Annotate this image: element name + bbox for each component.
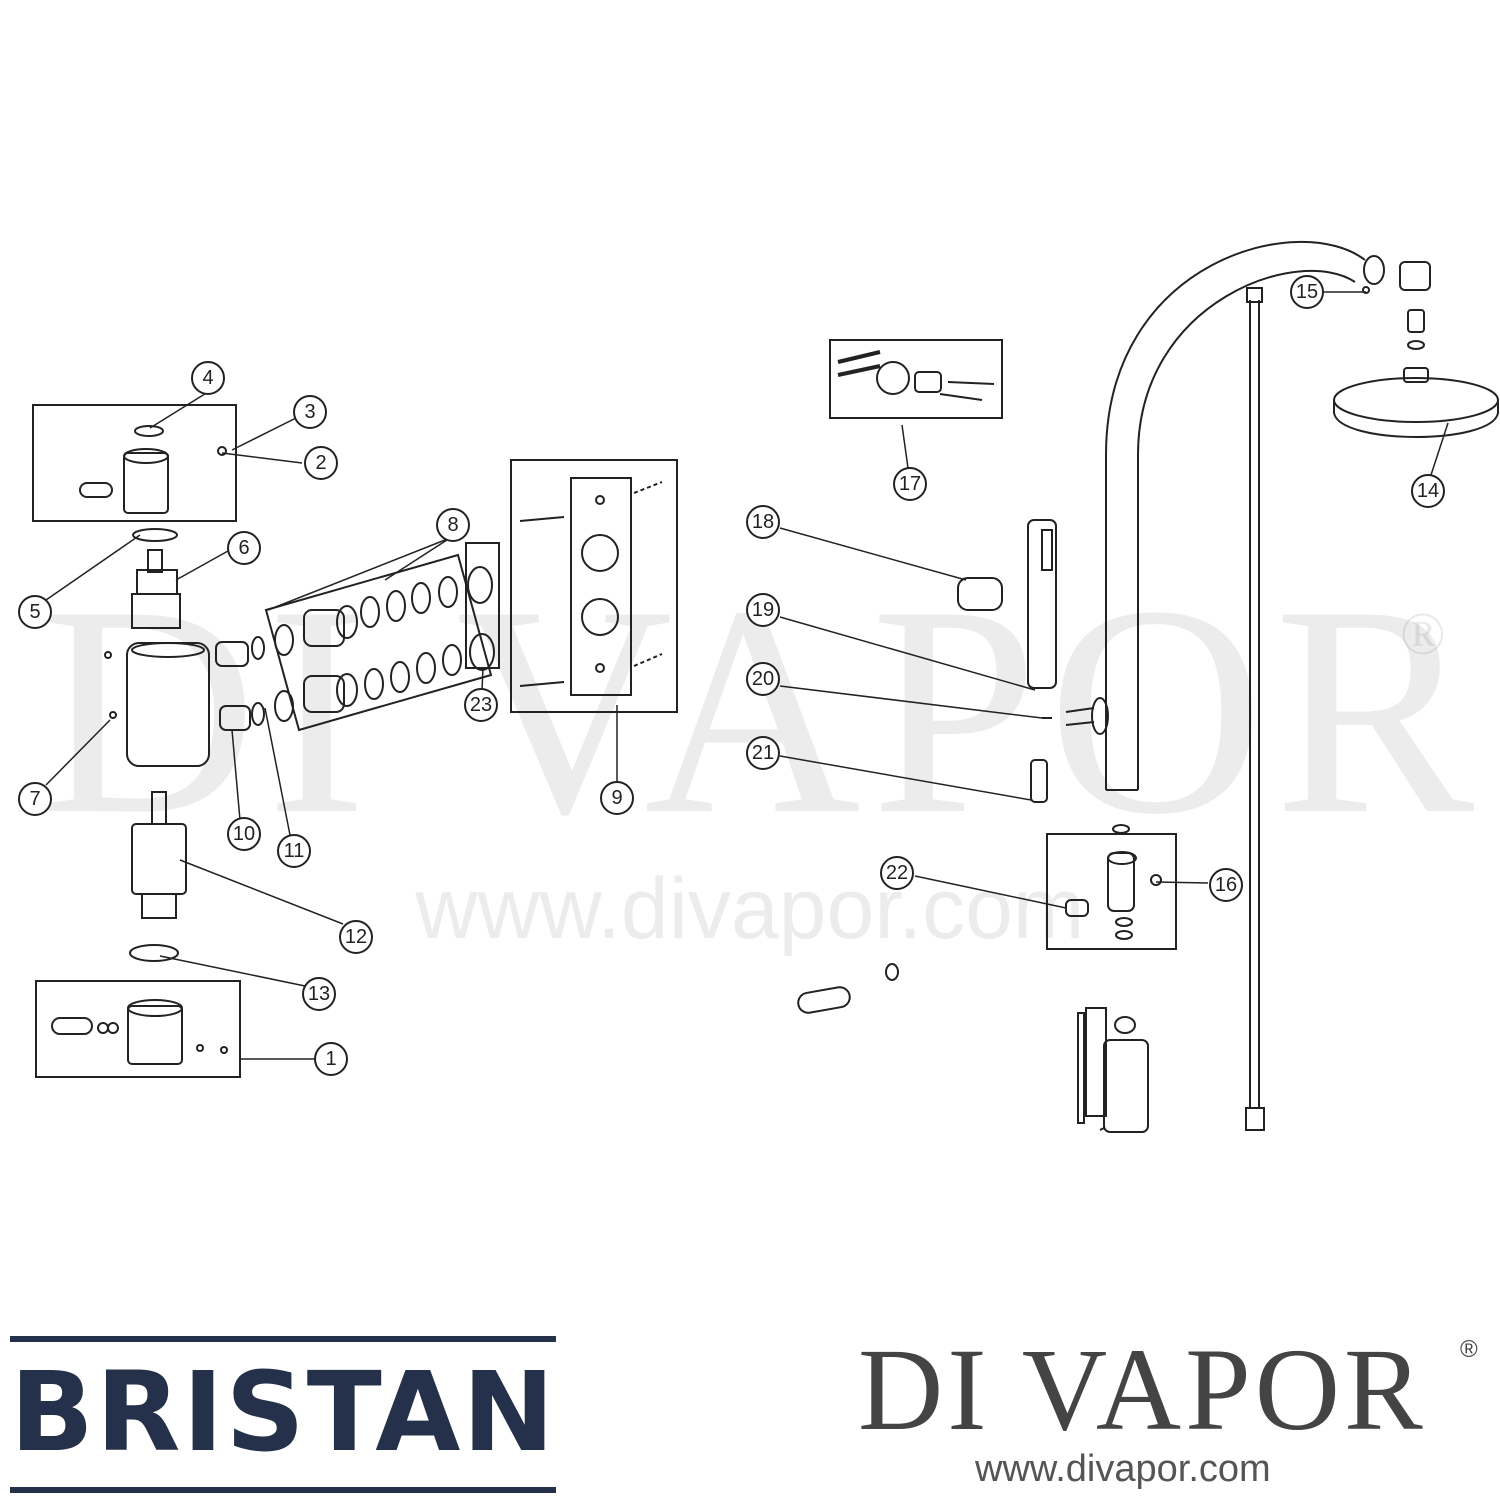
handle-top-group-box: [32, 404, 237, 522]
retaining-clip: [129, 944, 179, 962]
callout-2: 2: [304, 446, 338, 480]
cartridge: [131, 791, 187, 919]
callout-4: 4: [191, 361, 225, 395]
handle-bottom-group-box: [35, 980, 241, 1078]
callout-7: 7: [18, 782, 52, 816]
callout-18: 18: [746, 505, 780, 539]
o-ring-and-head-upper: [131, 528, 181, 629]
svg-text:16: 16: [1215, 874, 1237, 896]
watermark-registered-mark: ®: [1400, 601, 1446, 667]
bristan-logo: BRISTAN: [10, 1348, 557, 1476]
callout-15: 15: [1290, 275, 1324, 309]
callout-9: 9: [600, 781, 634, 815]
callout-19: 19: [746, 593, 780, 627]
check-valves: [215, 636, 265, 731]
svg-text:18: 18: [752, 511, 774, 533]
svg-text:17: 17: [899, 473, 921, 495]
callout-14: 14: [1411, 474, 1445, 508]
wall-bracket: [837, 350, 995, 401]
callout-13: 13: [302, 977, 336, 1011]
svg-text:2: 2: [315, 452, 326, 474]
loose-pin: [797, 963, 899, 1014]
svg-text:21: 21: [752, 742, 774, 764]
wall-bracket-bottom: [1077, 1007, 1149, 1133]
svg-text:1: 1: [325, 1048, 336, 1070]
brand-rule-top: [10, 1336, 556, 1342]
svg-text:13: 13: [308, 983, 330, 1005]
handset-holder: [957, 577, 1003, 611]
callout-labels: 1 2 3 4 5 6 7 8 9 10 11 12 13 14 15 16 1…: [18, 275, 1445, 1076]
callout-22: 22: [880, 856, 914, 890]
riser-rail: [1105, 240, 1366, 790]
svg-text:5: 5: [29, 601, 40, 623]
dealer-registered-mark: ®: [1460, 1336, 1478, 1363]
callout-3: 3: [293, 395, 327, 429]
callout-17: 17: [893, 467, 927, 501]
callout-21: 21: [746, 736, 780, 770]
svg-text:22: 22: [886, 862, 908, 884]
faceplate-group-box: [510, 459, 678, 713]
svg-text:19: 19: [752, 599, 774, 621]
svg-text:12: 12: [345, 926, 367, 948]
dealer-logo: DI VAPOR: [858, 1324, 1427, 1455]
shower-head: [1333, 367, 1499, 438]
svg-text:4: 4: [202, 367, 213, 389]
diverter: [1065, 824, 1162, 940]
callout-5: 5: [18, 595, 52, 629]
wall-bracket-group-box: [829, 339, 1003, 419]
svg-text:14: 14: [1417, 480, 1439, 502]
faceplate: [519, 477, 663, 696]
callout-10: 10: [227, 817, 261, 851]
leader-lines: [45, 291, 1449, 1060]
callout-16: 16: [1209, 868, 1243, 902]
callout-6: 6: [227, 531, 261, 565]
svg-text:23: 23: [470, 694, 492, 716]
valve-body: [104, 642, 210, 767]
svg-text:8: 8: [447, 514, 458, 536]
diverter-group-box: [1046, 833, 1177, 950]
callout-8: 8: [436, 508, 470, 542]
svg-text:3: 3: [304, 401, 315, 423]
callout-23: 23: [464, 688, 498, 722]
svg-text:9: 9: [611, 787, 622, 809]
svg-text:6: 6: [238, 537, 249, 559]
brand-rule-bottom: [10, 1487, 556, 1493]
callout-12: 12: [339, 920, 373, 954]
flexible-hose: [1245, 287, 1265, 1131]
handle-cap-bottom: [51, 999, 228, 1065]
svg-text:11: 11: [284, 840, 305, 862]
svg-text:10: 10: [233, 823, 255, 845]
svg-text:7: 7: [29, 788, 40, 810]
callout-11: 11: [277, 834, 311, 868]
svg-text:15: 15: [1296, 281, 1318, 303]
arm-connector: [1362, 261, 1431, 350]
wall-outlet: [1030, 697, 1109, 803]
shower-handset: [1027, 519, 1057, 689]
extension-kit: [264, 553, 495, 732]
watermark-url: www.divapor.com: [415, 861, 1085, 957]
svg-text:20: 20: [752, 668, 774, 690]
handle-cap-top: [79, 425, 227, 514]
callout-1: 1: [314, 1042, 348, 1076]
callout-20: 20: [746, 662, 780, 696]
dealer-url: www.divapor.com: [975, 1448, 1271, 1490]
